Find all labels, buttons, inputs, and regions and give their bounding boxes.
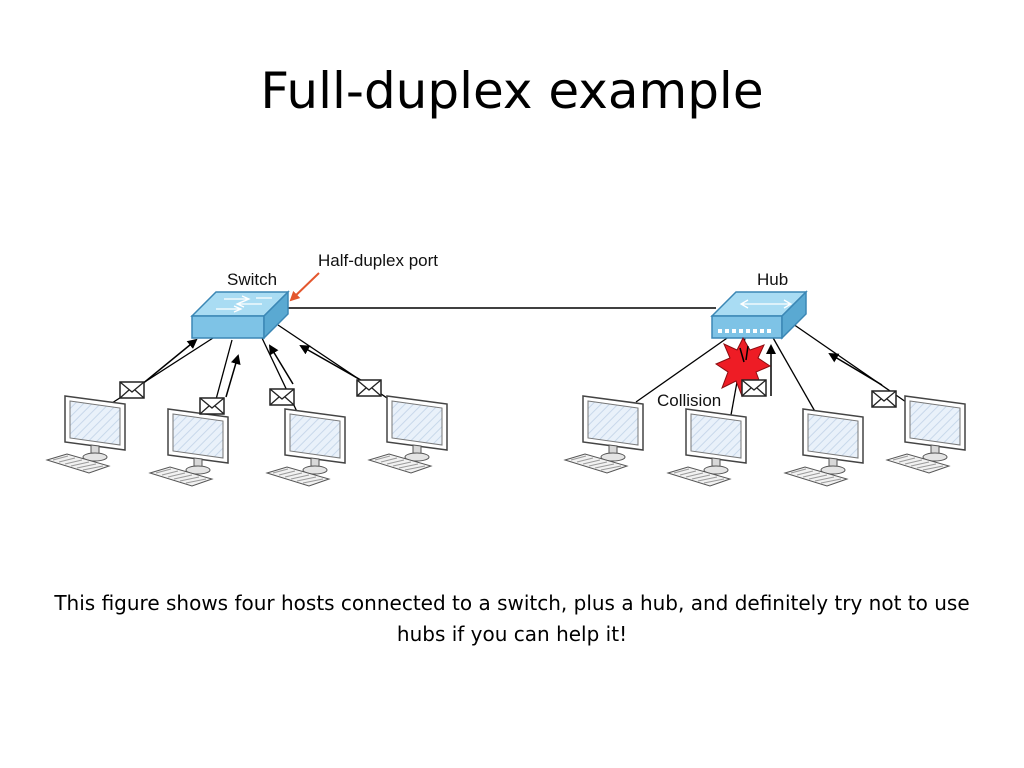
computer-icon xyxy=(149,408,229,487)
envelope-icon xyxy=(356,379,382,397)
hub-label: Hub xyxy=(757,270,788,289)
envelope-icon xyxy=(871,390,897,408)
switch-host-links xyxy=(111,324,394,419)
switch-icon xyxy=(190,290,290,340)
collision-label: Collision xyxy=(657,391,721,410)
computer-icon xyxy=(266,408,346,487)
computer-icon xyxy=(886,395,966,474)
half-duplex-port-label: Half-duplex port xyxy=(318,251,438,270)
envelope-icon xyxy=(741,379,767,397)
hub-traffic-arrows xyxy=(766,344,883,396)
computer-icon xyxy=(667,408,747,487)
computer-icon xyxy=(784,408,864,487)
slide-title: Full-duplex example xyxy=(260,62,764,120)
envelope-icon xyxy=(119,381,145,399)
half-duplex-callout-arrow xyxy=(289,272,320,302)
envelope-icon xyxy=(199,397,225,415)
envelope-icon xyxy=(269,388,295,406)
computer-icon xyxy=(368,395,448,474)
slide-caption: This figure shows four hosts connected t… xyxy=(54,591,970,646)
computer-icon xyxy=(564,395,644,474)
switch-label: Switch xyxy=(227,270,277,289)
computer-icon xyxy=(46,395,126,474)
hub-icon xyxy=(710,290,808,340)
